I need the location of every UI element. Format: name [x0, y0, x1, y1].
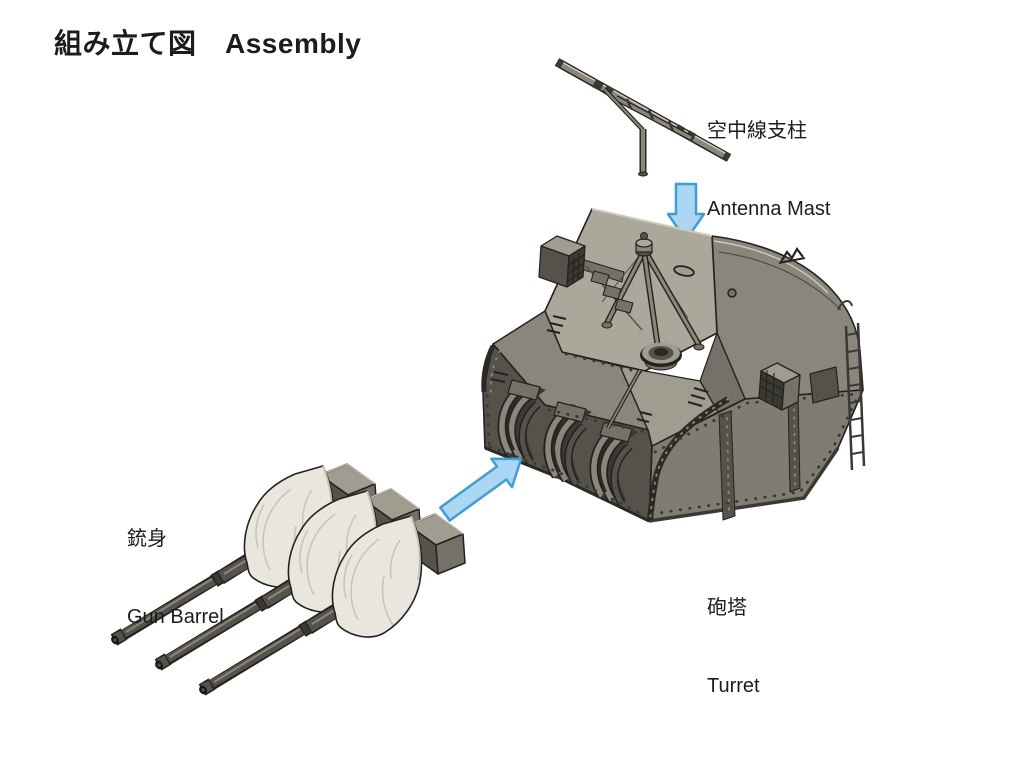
turret-callout: 砲塔 Turret	[707, 543, 760, 725]
turret-label-ja: 砲塔	[707, 597, 747, 619]
gun-barrel-label-ja: 銃身	[127, 528, 167, 550]
roof-details	[490, 265, 737, 423]
mast-post	[638, 129, 648, 177]
antenna-mast-part	[554, 58, 732, 177]
turret-part	[481, 208, 866, 523]
mast-truss	[602, 87, 693, 141]
dome-bracket	[778, 246, 806, 264]
pedestal	[640, 342, 682, 371]
mast-into-turret-arrow	[666, 182, 706, 242]
antenna-mast-callout: 空中線支柱 Antenna Mast	[707, 66, 830, 248]
antenna-mast-label-ja: 空中線支柱	[707, 120, 807, 142]
antenna-mast-label-en: Antenna Mast	[707, 198, 831, 220]
side-ladder	[837, 300, 866, 471]
gun-barrel-callout: 銃身 Gun Barrel	[127, 474, 224, 656]
tripod-mast-mount	[601, 232, 705, 429]
right-rangefinder-hood	[758, 362, 840, 411]
gun-barrel-label-en: Gun Barrel	[127, 606, 224, 628]
barrels-into-turret-arrow	[439, 457, 523, 522]
page-title: 組み立て図 Assembly	[54, 28, 362, 59]
left-rangefinder-hood	[538, 235, 643, 331]
turret-label-en: Turret	[707, 675, 760, 697]
